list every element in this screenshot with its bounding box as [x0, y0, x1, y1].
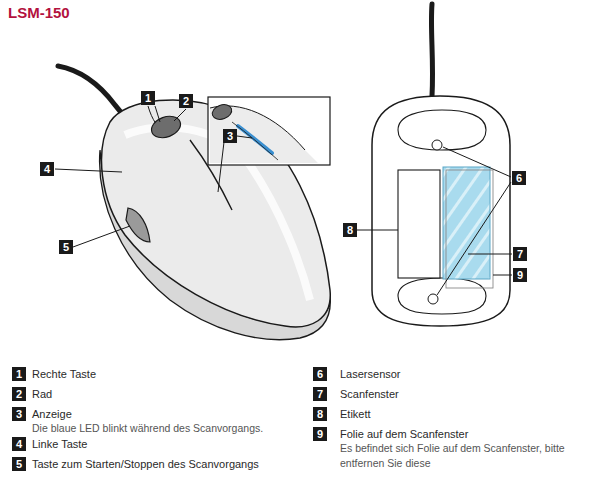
callout-number: 6 [313, 367, 327, 381]
part-note: Es befindet sich Folie auf dem Scanfenst… [340, 441, 580, 471]
callout-number: 5 [59, 240, 73, 254]
scan-window [443, 167, 490, 279]
inset-seam [232, 122, 278, 160]
callout-number: 8 [313, 407, 327, 421]
detail-inset [208, 97, 330, 165]
callout-number: 1 [141, 91, 155, 105]
callout-number: 9 [513, 268, 527, 282]
laser-sensor [432, 140, 442, 150]
callout-number: 7 [313, 387, 327, 401]
part-name: Linke Taste [32, 437, 87, 451]
part-name: Anzeige [32, 407, 72, 421]
callout-number: 3 [12, 407, 26, 421]
part-note: Die blaue LED blinkt während des Scanvor… [32, 421, 263, 436]
mouse-bottom [372, 96, 510, 326]
callout-number: 8 [343, 223, 357, 237]
part-name: Etikett [340, 407, 371, 421]
part-name: Rechte Taste [32, 367, 96, 381]
part-name: Lasersensor [340, 367, 401, 381]
mouse-cable [431, 4, 432, 96]
callout-number: 7 [513, 247, 527, 261]
glide-foot [398, 278, 486, 314]
callout-number: 6 [512, 171, 526, 185]
part-name: Rad [32, 387, 52, 401]
leader-lines [357, 147, 512, 295]
callout-number: 2 [179, 94, 193, 108]
callout-number: 2 [12, 387, 26, 401]
inset-wheel [210, 102, 234, 122]
blue-led [238, 126, 272, 153]
part-name: Scanfenster [340, 387, 399, 401]
laser-sensor [428, 294, 438, 304]
leader-lines [55, 106, 252, 247]
callout-number: 3 [223, 129, 237, 143]
part-name: Folie auf dem Scanfenster [340, 427, 468, 441]
label-area [398, 170, 440, 278]
product-title: LSM-150 [8, 4, 70, 21]
glide-foot [398, 110, 486, 150]
side-button [126, 208, 150, 242]
callout-number: 1 [12, 367, 26, 381]
callout-number: 9 [313, 427, 327, 441]
callout-number: 4 [40, 162, 54, 176]
callout-number: 5 [12, 457, 26, 471]
part-name: Taste zum Starten/Stoppen des Scanvorgan… [32, 457, 259, 471]
callout-number: 4 [12, 437, 26, 451]
